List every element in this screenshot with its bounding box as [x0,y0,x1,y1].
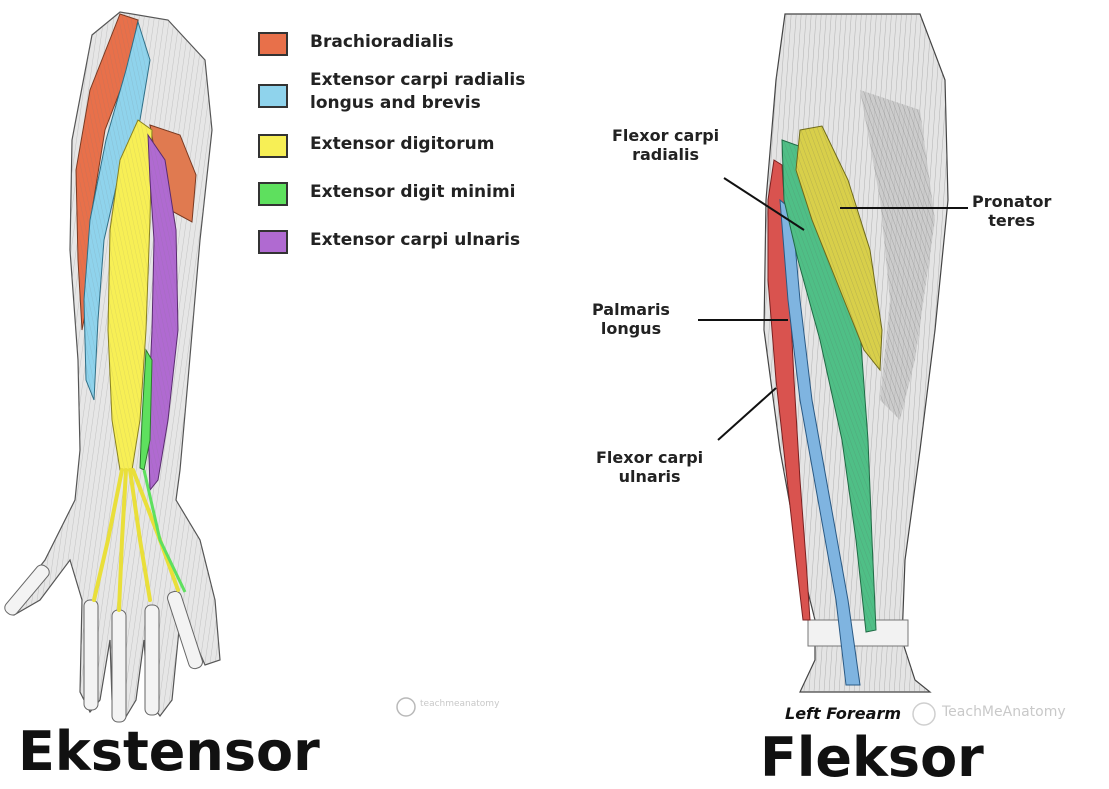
label-flexor-carpi-radialis: Flexor carpi radialis [612,126,719,164]
legend-swatch [258,230,288,254]
label-flexor-carpi-ulnaris: Flexor carpi ulnaris [596,448,703,486]
title-flexor: Fleksor [760,728,984,788]
label-line: Flexor carpi [612,126,719,145]
label-line: ulnaris [596,467,703,486]
watermark-right: TeachMeAnatomy [942,704,1066,720]
legend-label: Extensor digitorum [310,134,494,155]
legend-swatch [258,84,288,108]
legend-label: Extensor digit minimi [310,182,516,203]
legend-label-line2: longus and brevis [310,93,481,114]
legend-label: Brachioradialis [310,32,454,53]
legend-label: Extensor carpi ulnaris [310,230,520,251]
label-line: Flexor carpi [596,448,703,467]
legend-swatch [258,32,288,56]
label-line: radialis [612,145,719,164]
legend-label-line1: Extensor carpi radialis [310,70,525,91]
watermark-left: teachmeanatomy [420,699,499,709]
legend-swatch [258,182,288,206]
legend-swatch [258,134,288,158]
label-line: teres [972,211,1051,230]
copyright-icon [397,698,415,716]
leader-line-fcu [718,388,776,440]
label-line: Palmaris [592,300,670,319]
label-palmaris-longus: Palmaris longus [592,300,670,338]
label-pronator-teres: Pronator teres [972,192,1051,230]
title-extensor: Ekstensor [18,722,320,782]
copyright-icon-right [913,703,935,725]
forearm-caption: Left Forearm [785,704,901,723]
label-line: longus [592,319,670,338]
label-line: Pronator [972,192,1051,211]
